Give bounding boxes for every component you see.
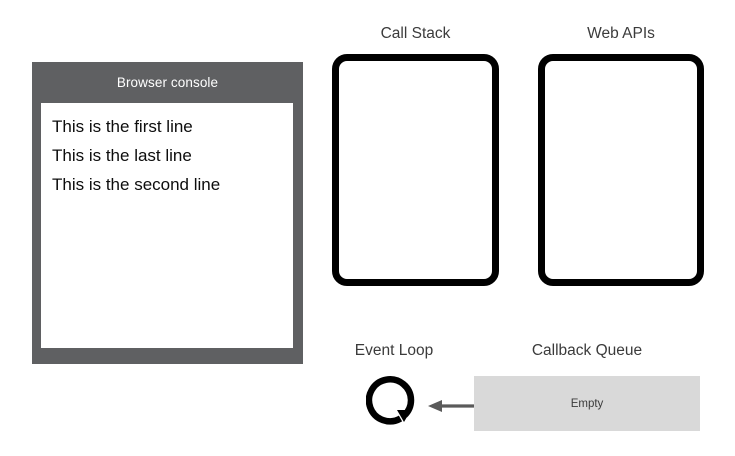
event-loop-label: Event Loop — [354, 342, 434, 359]
circular-arrow-icon — [365, 372, 422, 433]
call-stack-label: Call Stack — [380, 25, 451, 42]
browser-console-output: This is the first line This is the last … — [41, 103, 293, 348]
browser-console-panel: Browser console This is the first line T… — [32, 62, 303, 364]
browser-console-title: Browser console — [116, 75, 219, 90]
callback-queue-label: Callback Queue — [531, 342, 643, 359]
console-line: This is the second line — [52, 175, 221, 194]
callback-queue-group: Callback Queue Empty — [474, 342, 700, 432]
event-loop-group: Event Loop — [346, 342, 442, 437]
console-line: This is the last line — [52, 146, 192, 165]
web-apis-label: Web APIs — [587, 25, 655, 42]
web-apis-box — [538, 54, 704, 286]
call-stack-box — [332, 54, 499, 286]
arrow-left-icon — [428, 396, 474, 416]
callback-queue-box: Empty — [474, 376, 700, 431]
callback-queue-status: Empty — [570, 397, 604, 410]
console-line: This is the first line — [52, 117, 193, 136]
